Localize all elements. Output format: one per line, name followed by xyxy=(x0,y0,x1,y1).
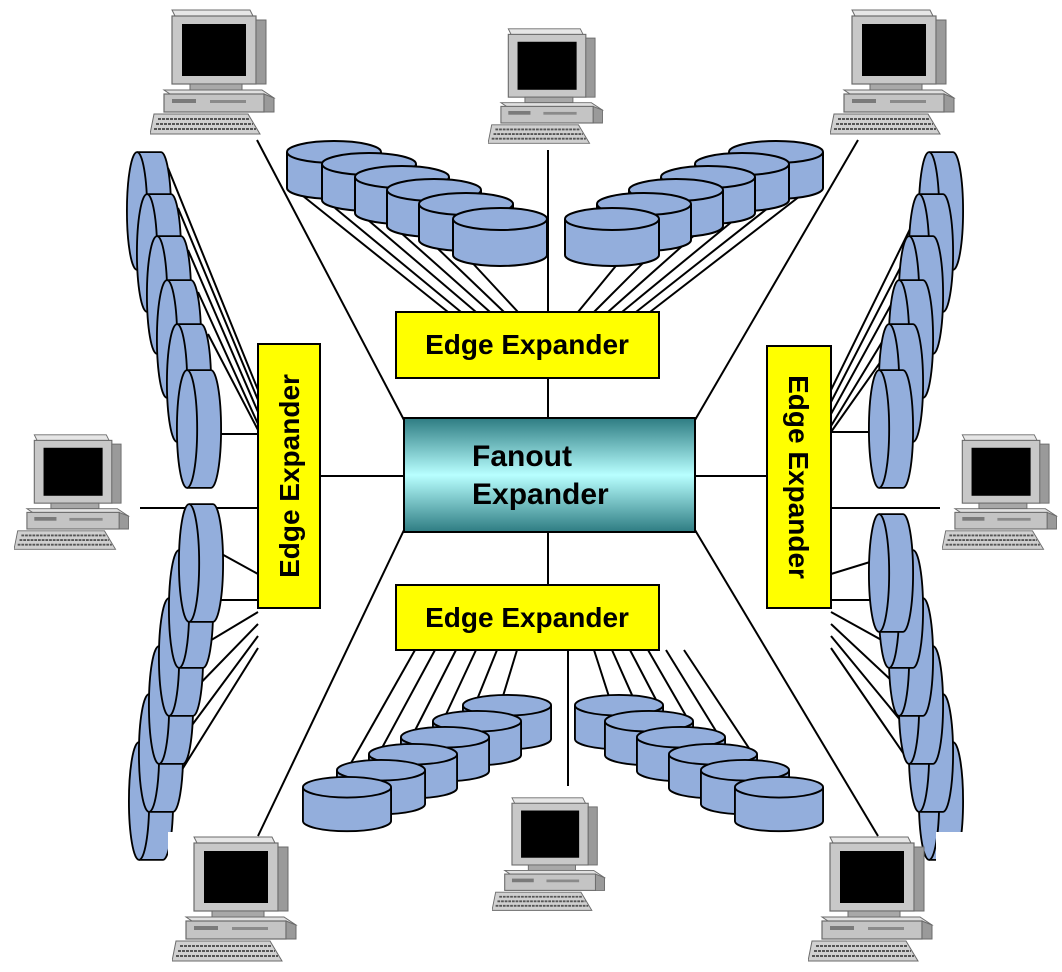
disk-drive-icon xyxy=(564,207,660,267)
mask xyxy=(168,832,198,862)
disk-drive-icon xyxy=(302,775,392,833)
disk-drive-icon xyxy=(178,503,224,623)
edge-expander-box xyxy=(257,343,321,609)
disk-drive-icon xyxy=(734,775,824,833)
desktop-computer-icon xyxy=(488,27,604,145)
desktop-computer-icon xyxy=(942,433,1058,551)
edge-expander-box xyxy=(766,345,832,609)
desktop-computer-icon xyxy=(14,433,130,551)
edge-expander-box xyxy=(395,584,660,651)
disk-drive-icon xyxy=(868,513,914,633)
drive-group-bottom-right xyxy=(574,693,824,833)
fanout-label-line2: Expander xyxy=(472,478,609,511)
fanout-expander: Fanout Expander xyxy=(403,417,696,533)
drive-group-right-lower xyxy=(868,513,964,861)
edge-expander-top: Edge Expander xyxy=(395,311,660,379)
mask xyxy=(805,832,830,862)
disk-drive-icon xyxy=(868,369,914,489)
desktop-computer-icon xyxy=(830,9,955,135)
edge-expander-label: Edge Expander xyxy=(783,375,814,579)
connection-lines xyxy=(140,139,941,837)
edge-expander-left: Edge Expander xyxy=(257,343,321,609)
mask xyxy=(936,832,966,862)
edge-expander-box xyxy=(395,311,660,379)
edge-expander-bottom: Edge Expander xyxy=(395,584,660,651)
disk-drive-icon xyxy=(452,207,548,267)
edge-expander-label: Edge Expander xyxy=(425,602,629,633)
desktop-computer-icon xyxy=(150,9,275,135)
fanout-label-line1: Fanout xyxy=(472,440,572,473)
fanout-expander-box xyxy=(403,417,696,533)
edge-expander-label: Edge Expander xyxy=(274,374,305,578)
drive-group-top-right xyxy=(564,140,824,267)
drive-group-left-lower xyxy=(128,503,224,861)
drive-group-left-upper xyxy=(126,151,222,489)
disk-drive-icon xyxy=(176,369,222,489)
edge-expander-label: Edge Expander xyxy=(425,329,629,360)
desktop-computer-icon xyxy=(492,796,606,912)
edge-expander-right: Edge Expander xyxy=(766,345,832,609)
